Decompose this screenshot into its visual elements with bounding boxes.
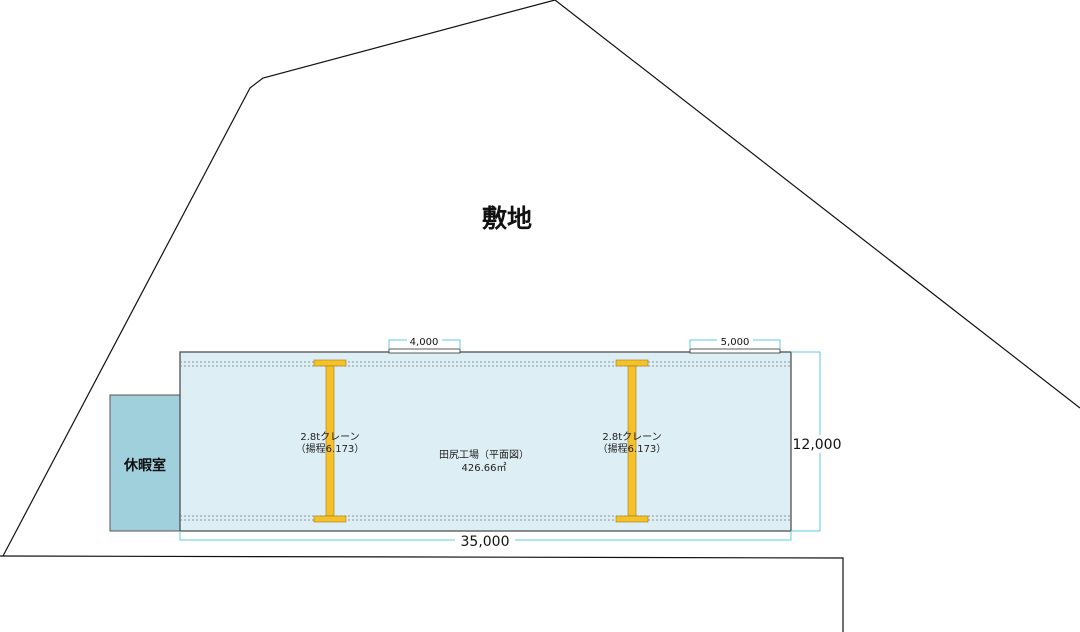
door-2-width-label: 5,000 — [721, 337, 750, 348]
door-2-label-bg — [717, 334, 753, 346]
door-1 — [388, 348, 461, 354]
door-1-width-label: 4,000 — [410, 337, 439, 348]
crane-1-name: 2.8tクレーン — [300, 431, 359, 443]
crane-1-top-flange — [313, 359, 347, 367]
site-boundary-line — [2, 0, 1080, 557]
crane-2 — [615, 359, 649, 523]
road-boundary-line — [0, 555, 844, 632]
crane-1-bottom-flange — [313, 515, 347, 523]
crane-2-top-flange — [615, 359, 649, 367]
door-2 — [689, 348, 781, 354]
crane-2-lift: （揚程6.173） — [598, 442, 667, 455]
door-1-label-bg — [407, 334, 442, 346]
rest-room — [109, 394, 181, 532]
crane-1 — [313, 359, 347, 523]
depth-label-bg — [793, 435, 841, 453]
rest-room-label: 休暇室 — [123, 457, 166, 474]
length-label-bg — [455, 533, 515, 548]
crane-2-bottom-flange — [615, 515, 649, 523]
factory-name: 田尻工場（平面図） — [439, 448, 529, 461]
depth-label: 12,000 — [793, 437, 842, 453]
length-label: 35,000 — [461, 534, 510, 550]
factory-floor — [179, 351, 792, 532]
factory-area: 426.66㎡ — [462, 462, 507, 474]
crane-1-lift: （揚程6.173） — [296, 442, 365, 455]
site-label: 敷地 — [482, 204, 532, 233]
crane-2-name: 2.8tクレーン — [602, 431, 661, 443]
